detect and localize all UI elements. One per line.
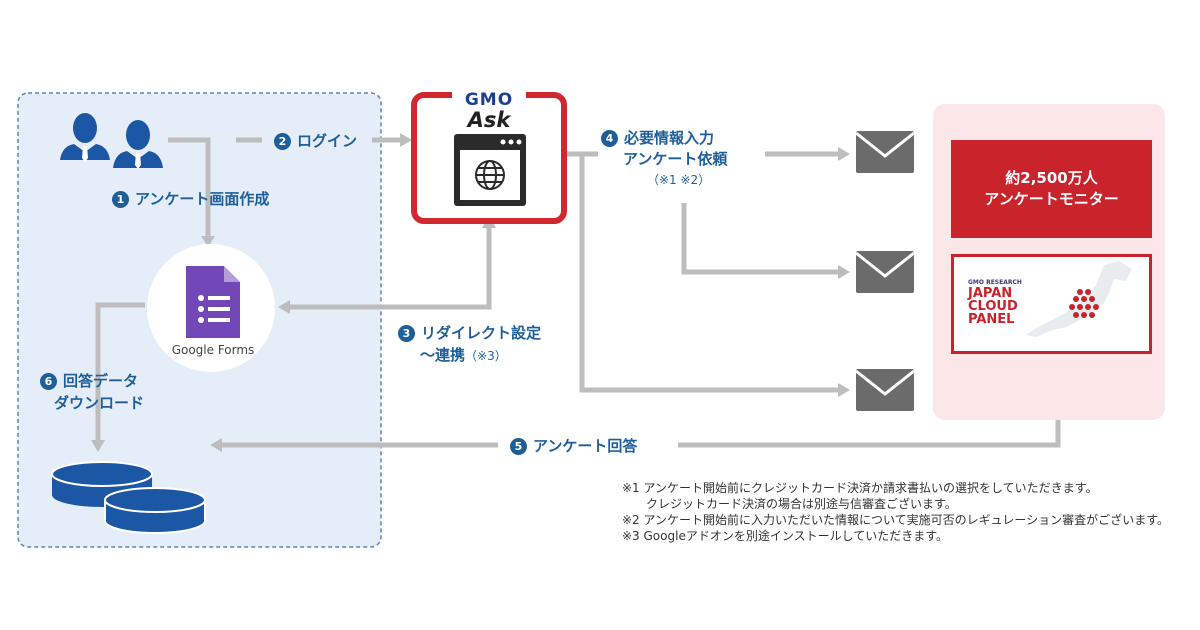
mail-icon <box>856 369 914 411</box>
jcp-line2: CLOUD <box>968 299 1018 314</box>
gmo-research-brand: GMO RESEARCH <box>968 279 1022 286</box>
users-icon <box>60 113 163 168</box>
step-create-survey: 1 アンケート画面作成 <box>112 188 269 209</box>
mail-icon <box>856 251 914 293</box>
footnote: ※2 アンケート開始前に入力いただいた情報について実施可否のレギュレーション審査… <box>622 513 1169 527</box>
step-number-6: 6 <box>40 373 57 390</box>
footnote: ※1 アンケート開始前にクレジットカード決済か請求書払いの選択をしていただきます… <box>622 481 1098 495</box>
step-login-label: ログイン <box>297 132 358 150</box>
database-icon <box>51 461 206 534</box>
step-download: 6 回答データ ダウンロード <box>40 370 144 414</box>
monitors-box: 約2,500万人 アンケートモニター <box>951 140 1152 238</box>
step-redirect-note: （※3） <box>465 349 507 363</box>
google-forms-label: Google Forms <box>171 343 255 357</box>
japan-cloud-panel-logo: GMO RESEARCH JAPAN CLOUD PANEL <box>968 279 1022 326</box>
step-redirect-line2: ～連携 <box>420 346 466 364</box>
browser-icon <box>454 134 526 206</box>
step-request-line1: 必要情報入力 <box>624 129 715 147</box>
jcp-line3: PANEL <box>968 312 1015 327</box>
footnote: ※3 Googleアドオンを別途インストールしていただきます。 <box>622 529 949 543</box>
step-number-5: 5 <box>510 438 527 455</box>
step-number-4: 4 <box>601 130 618 147</box>
step-create-survey-label: アンケート画面作成 <box>135 190 270 208</box>
step-number-2: 2 <box>274 133 291 150</box>
jcp-line1: JAPAN <box>968 286 1013 301</box>
step-request: 4 必要情報入力 アンケート依頼 （※1 ※2） <box>601 128 727 191</box>
gmo-ask-logo: GMO Ask <box>412 90 566 132</box>
footnotes: ※1 アンケート開始前にクレジットカード決済か請求書払いの選択をしていただきます… <box>622 480 1169 544</box>
step-request-note: （※1 ※2） <box>647 173 711 187</box>
step-redirect-line1: リダイレクト設定 <box>421 324 542 342</box>
step-login: 2 ログイン <box>274 130 357 151</box>
step-answer-label: アンケート回答 <box>533 437 638 455</box>
step-number-1: 1 <box>112 191 129 208</box>
mail-icon <box>856 131 914 173</box>
footnote: クレジットカード決済の場合は別途与信審査ございます。 <box>622 497 957 511</box>
google-forms-icon <box>186 266 240 338</box>
gmo-brand: GMO <box>464 90 514 110</box>
step-answer: 5 アンケート回答 <box>510 435 637 456</box>
japan-map-icon <box>1026 261 1132 337</box>
step-download-line1: 回答データ <box>63 372 139 390</box>
step-download-line2: ダウンロード <box>54 394 145 412</box>
step-redirect: 3 リダイレクト設定 ～連携（※3） <box>398 322 541 367</box>
monitors-count: 約2,500万人 <box>1005 169 1098 187</box>
step-number-3: 3 <box>398 325 415 342</box>
step-request-line2: アンケート依頼 <box>623 150 728 168</box>
japan-cloud-panel-box: GMO RESEARCH JAPAN CLOUD PANEL <box>951 254 1152 354</box>
ask-product: Ask <box>467 108 511 132</box>
monitors-label: アンケートモニター <box>984 190 1119 208</box>
